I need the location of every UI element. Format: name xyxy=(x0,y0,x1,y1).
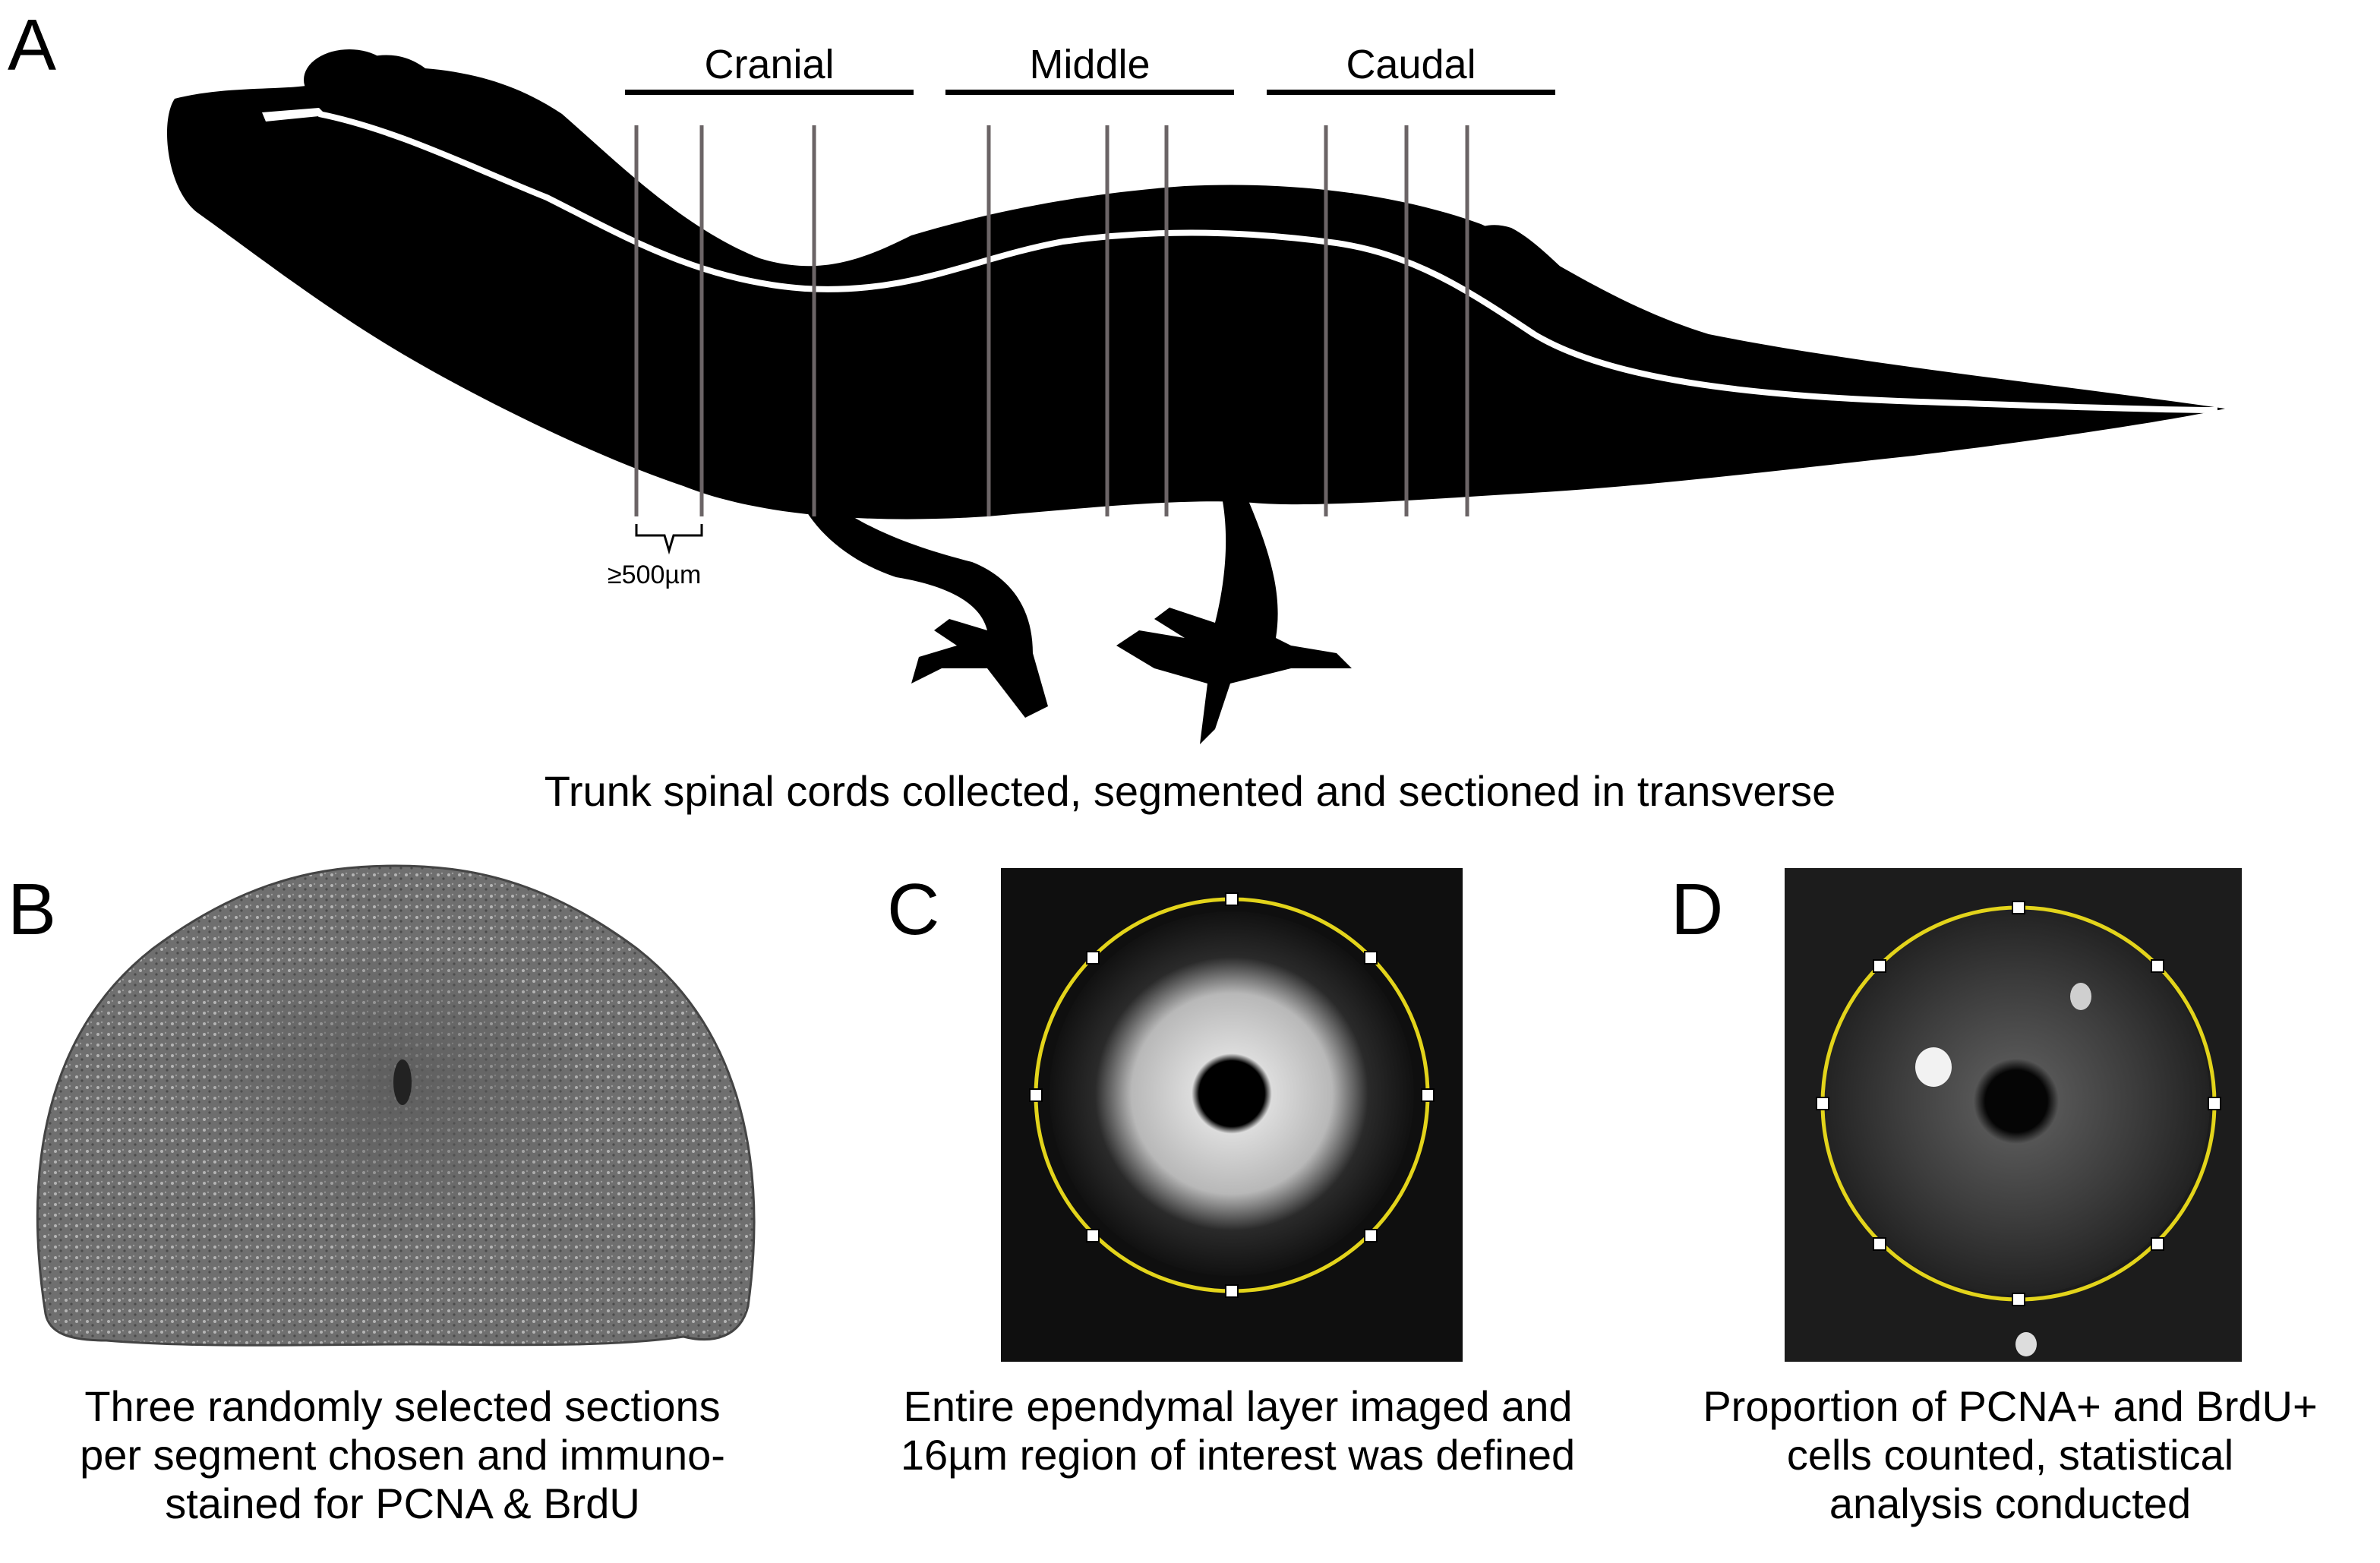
panel-letter-a: A xyxy=(8,5,57,86)
panel-letter-b: B xyxy=(8,869,57,950)
section-outline xyxy=(36,864,756,1347)
caption-panel-a: Trunk spinal cords collected, segmented … xyxy=(544,767,1836,815)
caption-line: 16µm region of interest was defined xyxy=(900,1431,1576,1479)
ependymal-image xyxy=(1001,868,1463,1362)
caption-line: Proportion of PCNA+ and BrdU+ xyxy=(1703,1382,2318,1430)
segment-label-middle: Middle xyxy=(1029,42,1151,87)
panel-letter-c: C xyxy=(887,869,940,950)
caption-line: cells counted, statistical xyxy=(1786,1431,2234,1479)
scale-bracket xyxy=(635,524,703,555)
grey-matter xyxy=(197,949,592,1253)
roi-circle-d xyxy=(1820,905,2217,1302)
caption-line: Entire ependymal layer imaged and xyxy=(903,1382,1573,1430)
roi-circle-c xyxy=(1034,897,1430,1293)
salamander-tail-crest xyxy=(1458,225,1610,311)
scale-label: ≥500µm xyxy=(608,560,702,589)
central-canal xyxy=(393,1059,412,1105)
roi-handles-d xyxy=(1816,901,2221,1306)
labeled-cell xyxy=(2070,983,2091,1010)
segment-bar-cranial xyxy=(625,90,914,95)
segment-label-cranial: Cranial xyxy=(704,42,835,87)
salamander-eye-bump xyxy=(304,49,395,110)
salamander-front-leg xyxy=(797,486,1048,718)
caption-panel-b: Three randomly selected sections per seg… xyxy=(0,1382,805,1528)
caption-line: per segment chosen and immuno- xyxy=(80,1431,725,1479)
salamander-hind-leg xyxy=(1116,494,1352,744)
roi-handles-c xyxy=(1029,892,1435,1298)
segment-label-caudal: Caudal xyxy=(1346,42,1476,87)
segment-bar-middle xyxy=(945,90,1234,95)
caption-line: Three randomly selected sections xyxy=(84,1382,721,1430)
caption-panel-d: Proportion of PCNA+ and BrdU+ cells coun… xyxy=(1640,1382,2380,1528)
caption-panel-c: Entire ependymal layer imaged and 16µm r… xyxy=(820,1382,1656,1479)
proportion-image xyxy=(1785,868,2242,1362)
caption-line: stained for PCNA & BrdU xyxy=(165,1479,640,1527)
panel-letter-d: D xyxy=(1671,869,1724,950)
section-cut-lines xyxy=(634,125,1469,516)
labeled-cell xyxy=(2015,1332,2037,1356)
segment-bar-caudal xyxy=(1267,90,1555,95)
labeled-cell xyxy=(1915,1047,1952,1087)
spinal-cord-line xyxy=(318,111,2218,413)
salamander-body xyxy=(167,55,2225,519)
caption-line: analysis conducted xyxy=(1829,1479,2192,1527)
salamander-diagram xyxy=(167,49,2225,744)
